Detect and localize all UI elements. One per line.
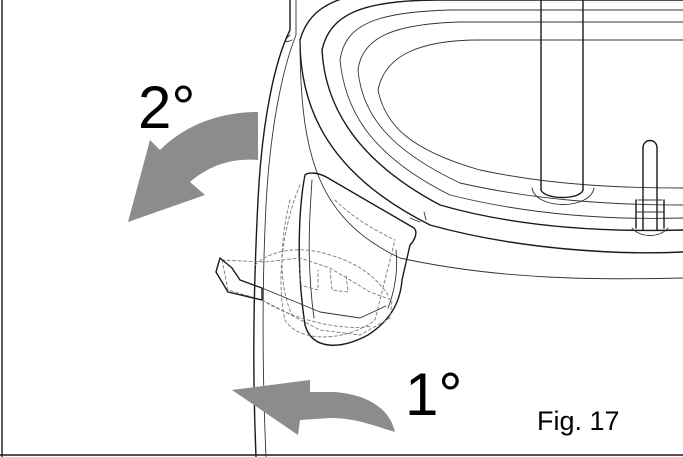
rotate-arrow-1 [232,380,395,435]
curved-arrow-left-icon [232,380,395,435]
handle [298,172,427,346]
step-label-2: 2° [138,74,195,141]
rotate-arrow-2 [128,112,258,222]
curved-arrow-left-icon [128,112,258,222]
appliance-casing [253,0,297,457]
locking-pin [631,139,669,236]
step-label-1: 1° [405,361,462,428]
bowl-rim [299,0,683,280]
handle-grip [215,257,387,319]
figure-caption: Fig. 17 [537,406,620,436]
central-shaft [531,0,595,205]
